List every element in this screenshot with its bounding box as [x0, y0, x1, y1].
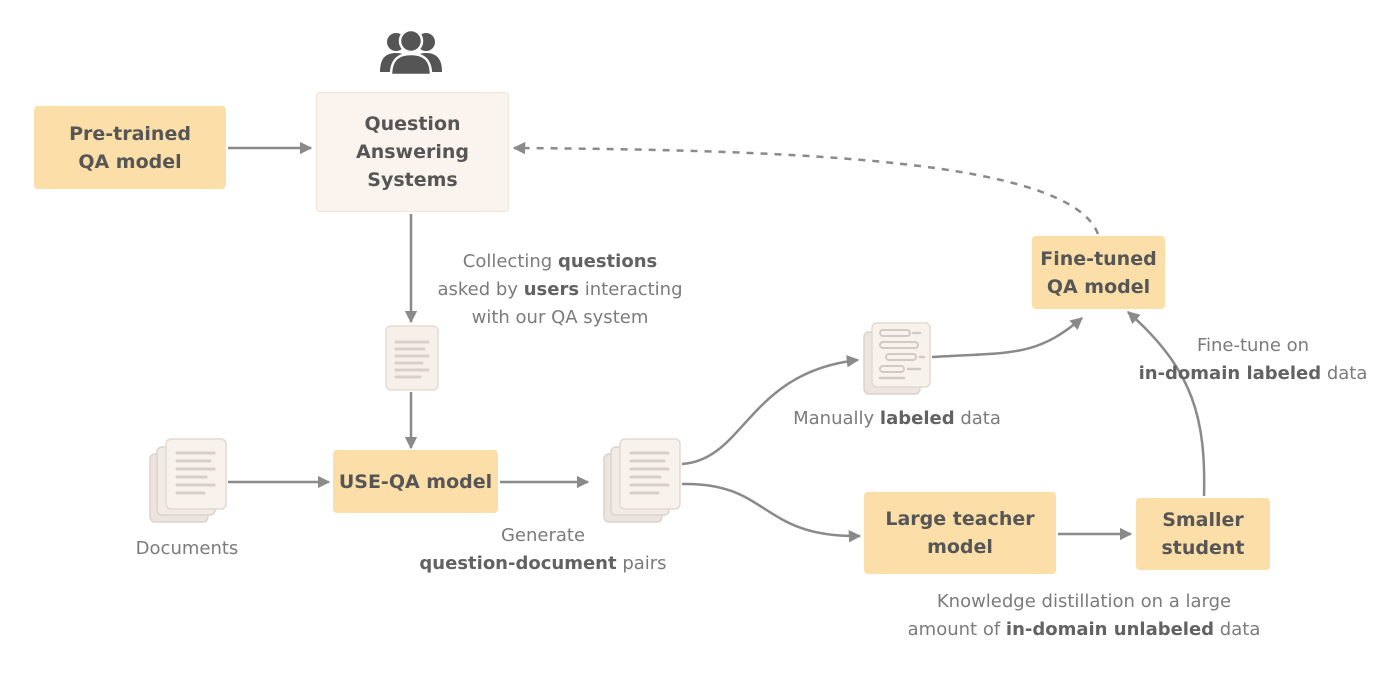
collecting-questions-caption: Collecting questions asked by users inte…: [437, 251, 683, 328]
documents-stack-icon: [149, 438, 227, 523]
large-teacher-model-label: Large teacher model: [885, 508, 1035, 558]
fine-tuned-qa-model-label: Fine-tuned QA model: [1040, 247, 1157, 298]
knowledge-distillation-caption: Knowledge distillation on a large amount…: [907, 591, 1261, 640]
arrow-pairs-to-teacher: [681, 482, 862, 543]
arrow-student-to-fine-tuned: [1127, 311, 1206, 497]
fine-tune-on-caption: Fine-tune on in-domain labeled data: [1138, 335, 1368, 384]
question-document-pairs-icon: [603, 438, 681, 523]
arrow-fine-tuned-to-qa-systems: [512, 141, 1100, 235]
qa-systems-box: Question Answering Systems: [316, 92, 509, 212]
arrow-pairs-to-labeled-data: [681, 355, 860, 466]
labeled-data-document-icon: [863, 322, 931, 395]
arrow-labeled-to-fine-tuned: [931, 317, 1083, 359]
pretrained-qa-model-box: Pre-trained QA model: [34, 106, 226, 189]
generate-pairs-caption: Generate question-document pairs: [419, 525, 667, 574]
questions-document-icon: [385, 325, 439, 391]
smaller-student-box: Smaller student: [1136, 498, 1270, 570]
use-qa-model-box: USE-QA model: [333, 450, 498, 513]
documents-caption: Documents: [135, 538, 239, 559]
smaller-student-label: Smaller student: [1161, 509, 1245, 559]
manually-labeled-data-caption: Manually labeled data: [793, 408, 1001, 429]
pretrained-qa-model-label: Pre-trained QA model: [69, 122, 191, 173]
use-qa-model-label: USE-QA model: [338, 470, 493, 493]
fine-tuned-qa-model-box: Fine-tuned QA model: [1032, 236, 1165, 309]
qa-systems-label: Question Answering Systems: [356, 113, 469, 191]
large-teacher-model-box: Large teacher model: [864, 492, 1056, 574]
users-icon: [380, 28, 442, 76]
